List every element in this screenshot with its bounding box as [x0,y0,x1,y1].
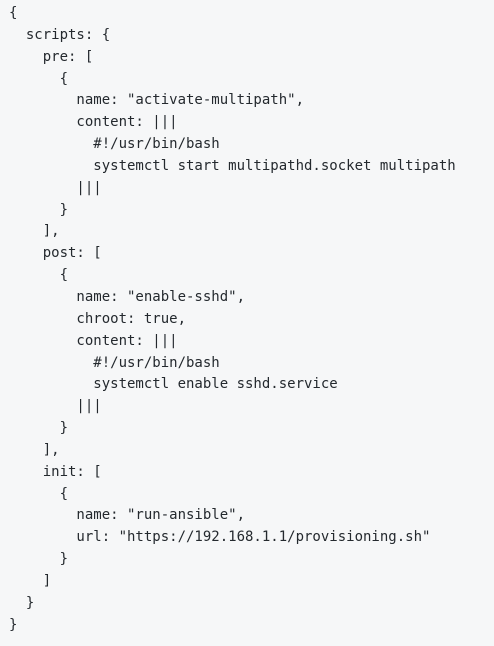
code-line: #!/usr/bin/bash [9,354,220,371]
code-line: pre: [ [9,48,94,65]
code-line: ], [9,441,60,458]
code-line: name: "activate-multipath", [9,92,305,109]
code-line: scripts: { [9,26,111,43]
code-line: name: "run-ansible", [9,507,246,524]
code-line: ||| [9,179,102,196]
code-lines: { scripts: { pre: [ { name: "activate-mu… [9,3,456,636]
code-line: url: "https://192.168.1.1/provisioning.s… [9,529,431,546]
code-line: init: [ [9,463,102,480]
code-line: } [9,420,69,437]
code-line: name: "enable-sshd", [9,288,246,305]
code-line: systemctl enable sshd.service [9,376,338,393]
code-line: { [9,5,18,21]
code-line: } [9,616,18,633]
code-line: content: ||| [9,114,178,131]
code-line: systemctl start multipathd.socket multip… [9,157,456,174]
code-line: } [9,551,69,568]
code-line: { [9,70,69,87]
code-line: } [9,201,69,218]
code-line: { [9,267,69,284]
code-line: chroot: true, [9,310,187,327]
code-line: post: [ [9,245,102,262]
code-line: #!/usr/bin/bash [9,136,220,153]
code-line: content: ||| [9,332,178,349]
code-line: ] [9,572,52,589]
code-line: { [9,485,69,502]
code-line: ||| [9,398,102,415]
code-line: ], [9,223,60,240]
code-line: } [9,594,35,611]
